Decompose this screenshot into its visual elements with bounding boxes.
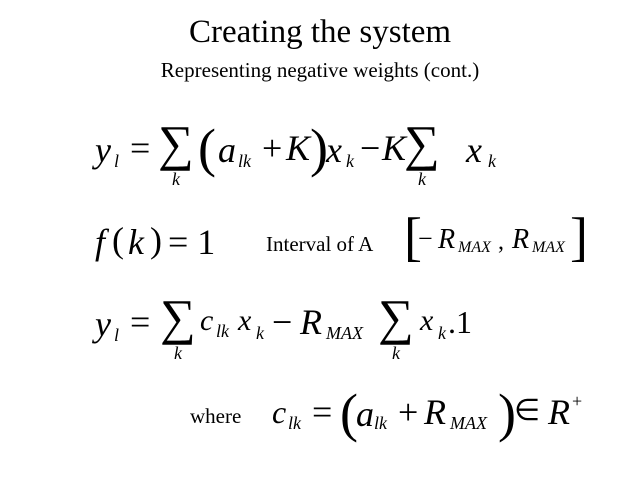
eq-token: .1: [448, 304, 472, 340]
eq-token: y: [95, 130, 111, 170]
eq-token: x: [238, 304, 252, 337]
eq-token: +: [572, 391, 583, 411]
eq-token: lk: [238, 151, 251, 171]
eq-token: lk: [216, 321, 229, 341]
eq-token: x: [466, 130, 482, 170]
eq-token: k: [438, 323, 446, 343]
eq-token: R: [300, 302, 322, 342]
eq-token: c: [200, 304, 214, 337]
sum-symbol: ∑: [404, 115, 440, 171]
eq-token: R: [438, 224, 456, 255]
eq-token: f: [95, 222, 106, 262]
sum-symbol: ∑: [378, 289, 414, 345]
sum-symbol: ∑: [158, 115, 194, 171]
eq-token: lk: [374, 413, 387, 433]
eq-token: R: [512, 224, 530, 255]
eq-token: k: [128, 222, 144, 262]
eq-token: k: [256, 323, 264, 343]
where-label: where: [190, 404, 242, 428]
sum-symbol: ∑: [160, 289, 196, 345]
interval-label: Interval of A: [266, 232, 374, 256]
eq-token: R: [424, 392, 446, 432]
eq-token: MAX: [450, 413, 487, 433]
eq-token: ): [498, 383, 516, 443]
eq-token: ): [310, 118, 328, 178]
eq-token: MAX: [326, 323, 363, 343]
eq-token: ): [150, 220, 162, 260]
eq-token: k: [346, 151, 354, 171]
eq-token: MAX: [458, 239, 491, 256]
eq-token: x: [420, 304, 434, 337]
eq-token: l: [114, 151, 120, 171]
eq-token: c: [272, 394, 287, 430]
eq-token: =: [130, 302, 151, 342]
eq-token: a: [218, 130, 236, 170]
eq-token: lk: [288, 413, 301, 433]
eq-token: k: [418, 169, 426, 189]
eq-token: [: [404, 207, 422, 267]
eq-token: +: [262, 128, 283, 168]
eq-token: (: [112, 220, 124, 260]
eq-token: (: [198, 118, 216, 178]
eq-token: ,: [498, 229, 504, 255]
eq-token: ]: [570, 207, 588, 267]
eq-token: MAX: [532, 239, 565, 256]
eq-token: −: [272, 302, 293, 342]
slide-title: Creating the system: [188, 14, 452, 50]
slide-subtitle: Representing negative weights (cont.): [160, 58, 480, 82]
eq-token: x: [326, 130, 342, 170]
eq-token: =: [312, 392, 333, 432]
eq-token: =: [130, 128, 151, 168]
eq-token: k: [174, 343, 182, 363]
eq-token: (: [340, 383, 358, 443]
eq-token: k: [488, 151, 496, 171]
eq-token: +: [398, 392, 419, 432]
eq-token: l: [114, 325, 120, 345]
eq-token: −: [418, 224, 433, 253]
eq-token: = 1: [168, 222, 216, 262]
eq-token: ∈: [514, 394, 541, 427]
eq-token: R: [548, 392, 570, 432]
eq-token: k: [172, 169, 180, 189]
eq-token: −: [360, 128, 381, 168]
eq-token: y: [95, 304, 111, 344]
eq-token: a: [356, 394, 374, 434]
eq-token: k: [392, 343, 400, 363]
eq-token: K: [286, 128, 311, 168]
eq-token: K: [382, 128, 407, 168]
